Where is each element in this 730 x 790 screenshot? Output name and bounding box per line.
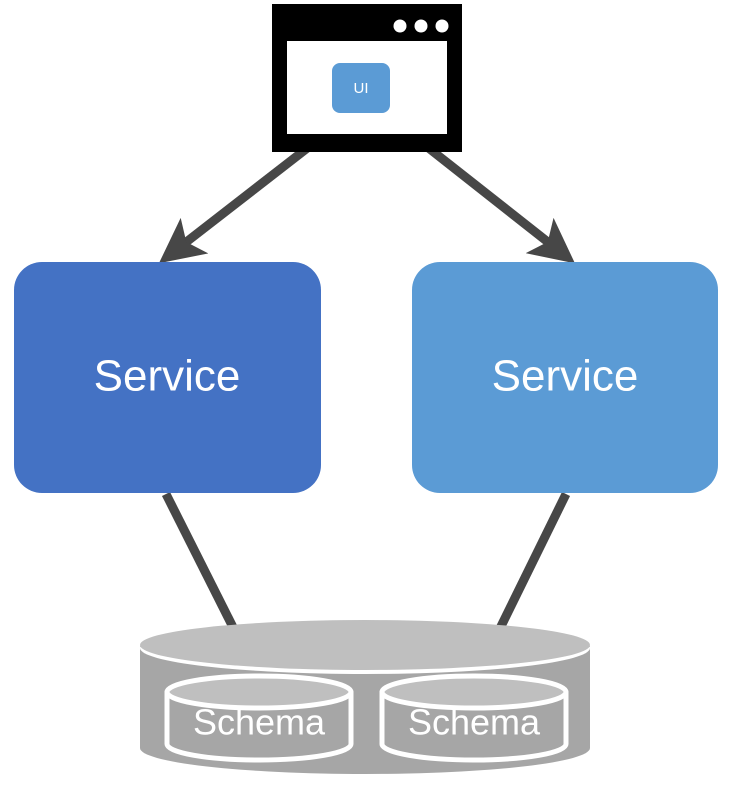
- service-right-node[interactable]: Service: [412, 262, 718, 493]
- schema-left-body: [164, 689, 354, 763]
- service-right-box[interactable]: [412, 262, 718, 493]
- browser-dot-icon: [435, 19, 449, 33]
- database-node[interactable]: Schema Schema: [140, 620, 590, 774]
- schema-left-top: [164, 673, 354, 711]
- edge-ui-to-service-right: [423, 142, 575, 264]
- ui-box-label: UI: [354, 80, 369, 97]
- edge-ui-to-service-left: [158, 142, 313, 264]
- service-left-label: Service: [94, 352, 241, 401]
- service-left-box[interactable]: [14, 262, 321, 493]
- database-top: [140, 620, 590, 670]
- service-left-node[interactable]: Service: [14, 262, 321, 493]
- schema-right-label: Schema: [408, 702, 541, 743]
- schema-left-label: Schema: [193, 702, 326, 743]
- browser-dot-icon: [414, 19, 428, 33]
- schema-left-node[interactable]: Schema: [164, 673, 354, 763]
- browser-dot-icon: [393, 19, 407, 33]
- browser-window[interactable]: UI: [272, 4, 462, 152]
- schema-right-body: [379, 689, 569, 763]
- service-right-label: Service: [492, 352, 639, 401]
- schema-right-node[interactable]: Schema: [379, 673, 569, 763]
- ui-box[interactable]: [332, 63, 390, 113]
- schema-right-top: [379, 673, 569, 711]
